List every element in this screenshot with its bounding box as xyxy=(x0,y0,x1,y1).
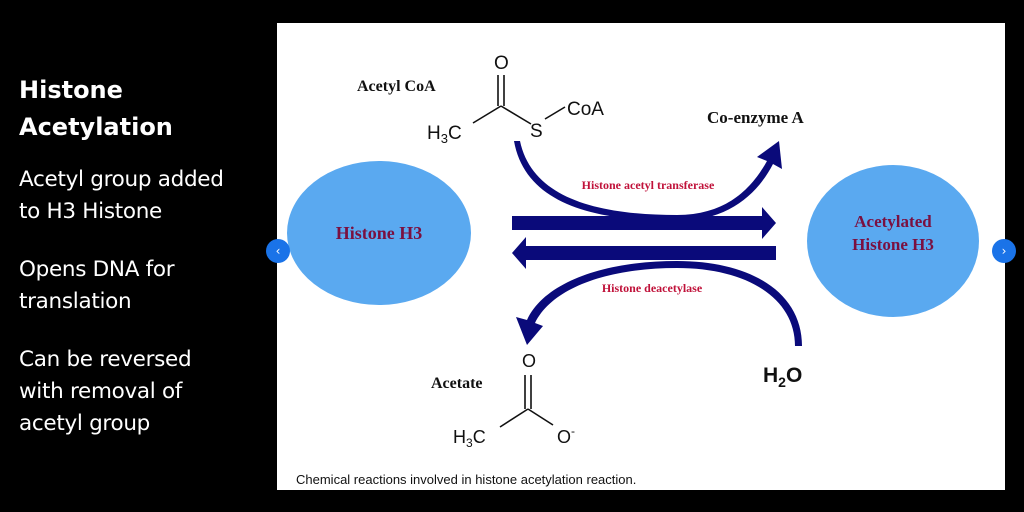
acetate-o-minus: O- xyxy=(557,424,575,447)
coa-group: CoA xyxy=(567,99,604,120)
hdac-enzyme-label: Histone deacetylase xyxy=(602,281,703,295)
bullet-line: Acetyl group added xyxy=(19,167,224,192)
coenzyme-a-label: Co-enzyme A xyxy=(707,108,805,127)
acetate-carbonyl-o: O xyxy=(522,351,536,371)
acetylated-label-line1: Acetylated xyxy=(854,212,932,231)
hat-enzyme-label: Histone acetyl transferase xyxy=(582,178,715,192)
histone-h3-label: Histone H3 xyxy=(336,223,423,243)
reverse-arrow xyxy=(512,237,776,269)
acetate-label: Acetate xyxy=(431,375,483,392)
title-line: Histone xyxy=(19,76,123,104)
prev-image-button[interactable]: ‹ xyxy=(266,239,290,263)
carbonyl-o: O xyxy=(494,53,509,74)
chevron-left-icon: ‹ xyxy=(275,244,281,258)
bullet-line: Opens DNA for xyxy=(19,257,175,282)
histone-h3-node xyxy=(287,161,471,305)
chevron-right-icon: › xyxy=(1001,244,1007,258)
acetyl-coa-label: Acetyl CoA xyxy=(357,78,436,95)
next-image-button[interactable]: › xyxy=(992,239,1016,263)
bullet-2: Opens DNA for translation xyxy=(19,254,269,318)
acetate-h3c: H3C xyxy=(453,427,486,450)
bullet-line: with removal of xyxy=(19,379,183,404)
water-label: H2O xyxy=(763,364,802,390)
reaction-diagram: Histone H3 Acetylated Histone H3 Acetyl … xyxy=(287,53,979,450)
figure-caption: Chemical reactions involved in histone a… xyxy=(296,472,637,487)
bullet-line: acetyl group xyxy=(19,411,151,436)
acetylated-histone-node xyxy=(807,165,979,317)
bullet-3: Can be reversed with removal of acetyl g… xyxy=(19,344,269,440)
hdac-curved-arrow xyxy=(516,261,802,346)
acetylated-label-line2: Histone H3 xyxy=(852,235,934,254)
title-line: Acetylation xyxy=(19,113,173,141)
forward-arrow xyxy=(512,207,776,239)
diagram-panel: Histone H3 Acetylated Histone H3 Acetyl … xyxy=(277,23,1005,490)
slide-title: Histone Acetylation xyxy=(19,72,269,146)
bullet-line: to H3 Histone xyxy=(19,199,162,224)
slide-text: Histone Acetylation Acetyl group added t… xyxy=(19,72,269,466)
h3c-group: H3C xyxy=(427,123,462,146)
bullet-1: Acetyl group added to H3 Histone xyxy=(19,164,269,228)
bullet-line: Can be reversed xyxy=(19,347,192,372)
sulfur-atom: S xyxy=(530,121,543,142)
bullet-line: translation xyxy=(19,289,132,314)
